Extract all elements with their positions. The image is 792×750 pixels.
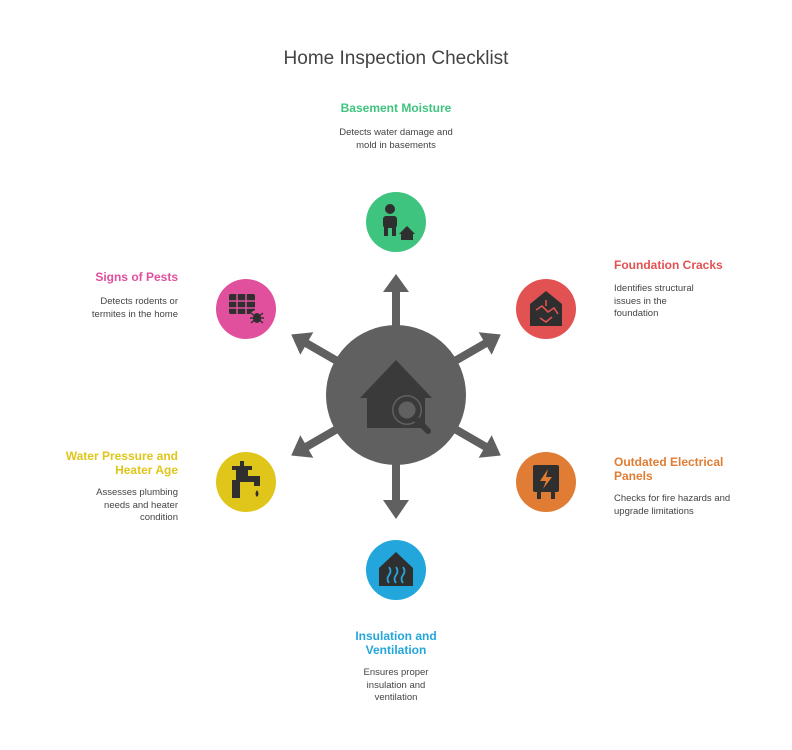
foundation-cracks-description: Identifies structural issues in the foun… — [614, 283, 694, 319]
electrical-panel-icon — [533, 465, 559, 499]
cracked-house-icon — [530, 291, 562, 326]
basement-moisture-title: Basement Moisture — [340, 101, 452, 115]
basement-moisture-description: Detects water damage and mold in basemen… — [339, 127, 453, 151]
arrow-upper-right — [450, 332, 501, 366]
arrow-down — [383, 460, 409, 519]
signs-of-pests-description: Detects rodents or termites in the home — [91, 296, 178, 320]
node-insulation-ventilation — [366, 540, 426, 600]
pest-grid-icon — [229, 294, 265, 326]
electrical-panels-description: Checks for fire hazards and upgrade limi… — [614, 493, 731, 517]
signs-of-pests-title: Signs of Pests — [95, 270, 178, 284]
page-title: Home Inspection Checklist — [283, 48, 509, 69]
node-foundation-cracks — [516, 279, 576, 339]
house-magnifier-icon — [360, 360, 432, 434]
node-basement-moisture — [366, 192, 426, 252]
node-water-pressure — [216, 452, 276, 512]
node-electrical-panels — [516, 452, 576, 512]
water-pressure-description: Assesses plumbing needs and heater condi… — [96, 487, 178, 523]
foundation-cracks-title: Foundation Cracks — [614, 258, 723, 272]
faucet-icon — [232, 461, 260, 498]
center-hub — [326, 325, 466, 465]
insulation-ventilation-description: Ensures proper insulation and ventilatio… — [363, 667, 429, 703]
insulation-ventilation-title: Insulation and Ventilation — [355, 629, 437, 657]
arrow-up — [383, 274, 409, 330]
node-signs-of-pests — [216, 279, 276, 339]
water-pressure-title: Water Pressure and Heater Age — [65, 449, 178, 477]
arrow-lower-left — [291, 332, 342, 366]
arrow-upper-left — [291, 424, 342, 458]
house-heat-icon — [379, 552, 413, 586]
arrow-lower-right — [450, 424, 501, 458]
person-house-icon — [383, 204, 415, 240]
electrical-panels-title: Outdated Electrical Panels — [614, 455, 724, 483]
